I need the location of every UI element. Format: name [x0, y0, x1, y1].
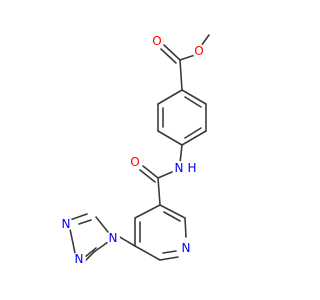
atom-n-triazole-2: N [62, 217, 71, 231]
bond-carbonyl-c-o-double-b [160, 48, 177, 64]
methyl-ester-group [160, 34, 210, 91]
atom-h-amide: H [187, 161, 196, 175]
bond-n-carbonyl-c [157, 171, 173, 179]
benzene-ring [157, 89, 207, 146]
bond-triazole-double-a [78, 219, 92, 225]
bond-pyridine-6 [134, 204, 161, 219]
chemical-structure-diagram: O O O N H N N N N [59, 34, 210, 266]
bond-amide-c-o-a [142, 165, 159, 179]
bond-triazole-2 [69, 213, 88, 221]
bond-amide-c-pyridine [157, 177, 161, 206]
bond-triazole-1 [95, 216, 109, 233]
bond-pyridine-4 [134, 245, 161, 261]
atom-o-ester-single: O [194, 44, 203, 58]
bond-pyridine-double-a [163, 211, 181, 222]
molecule-canvas: O O O N H N N N N [59, 34, 210, 266]
bond-pyridine-triazole [117, 235, 136, 247]
bond-carbonyl-c-ring [179, 59, 183, 91]
bond-methyl-o [200, 34, 210, 47]
bond-triazole-double-b [84, 247, 97, 258]
bond-ring-n [179, 144, 183, 164]
atom-labels: O O O N H N N N N [59, 34, 206, 266]
bond-pyridine-1 [159, 204, 186, 219]
bond-benzene-3 [181, 130, 207, 146]
atom-n-pyridine: N [182, 241, 191, 255]
amide-linker [139, 144, 183, 206]
atom-n-triazole-1: N [109, 231, 118, 245]
bond-carbonyl-c-o-double-a [163, 44, 181, 61]
bond-o-carbonyl-c [179, 54, 196, 61]
bond-benzene-double-b [184, 127, 202, 139]
atom-o-ester-double: O [152, 34, 161, 48]
pyridine-ring [134, 204, 187, 261]
bond-benzene-6 [157, 89, 183, 105]
atom-n-triazole-3: N [75, 252, 84, 266]
bond-pyridine-double-c [162, 250, 177, 254]
bond-benzene-4 [157, 130, 183, 146]
atom-n-amide: N [175, 161, 184, 175]
bond-pyridine-3 [159, 256, 179, 261]
bond-triazole-3 [69, 228, 76, 254]
bond-triazole-5 [93, 241, 109, 253]
bond-benzene-1 [181, 89, 207, 105]
bond-pyridine-2 [184, 217, 187, 238]
bond-benzene-double-a [184, 96, 202, 108]
atom-o-amide: O [130, 155, 139, 169]
bond-amide-c-o-b [139, 169, 156, 183]
triazole-ring [69, 213, 136, 263]
